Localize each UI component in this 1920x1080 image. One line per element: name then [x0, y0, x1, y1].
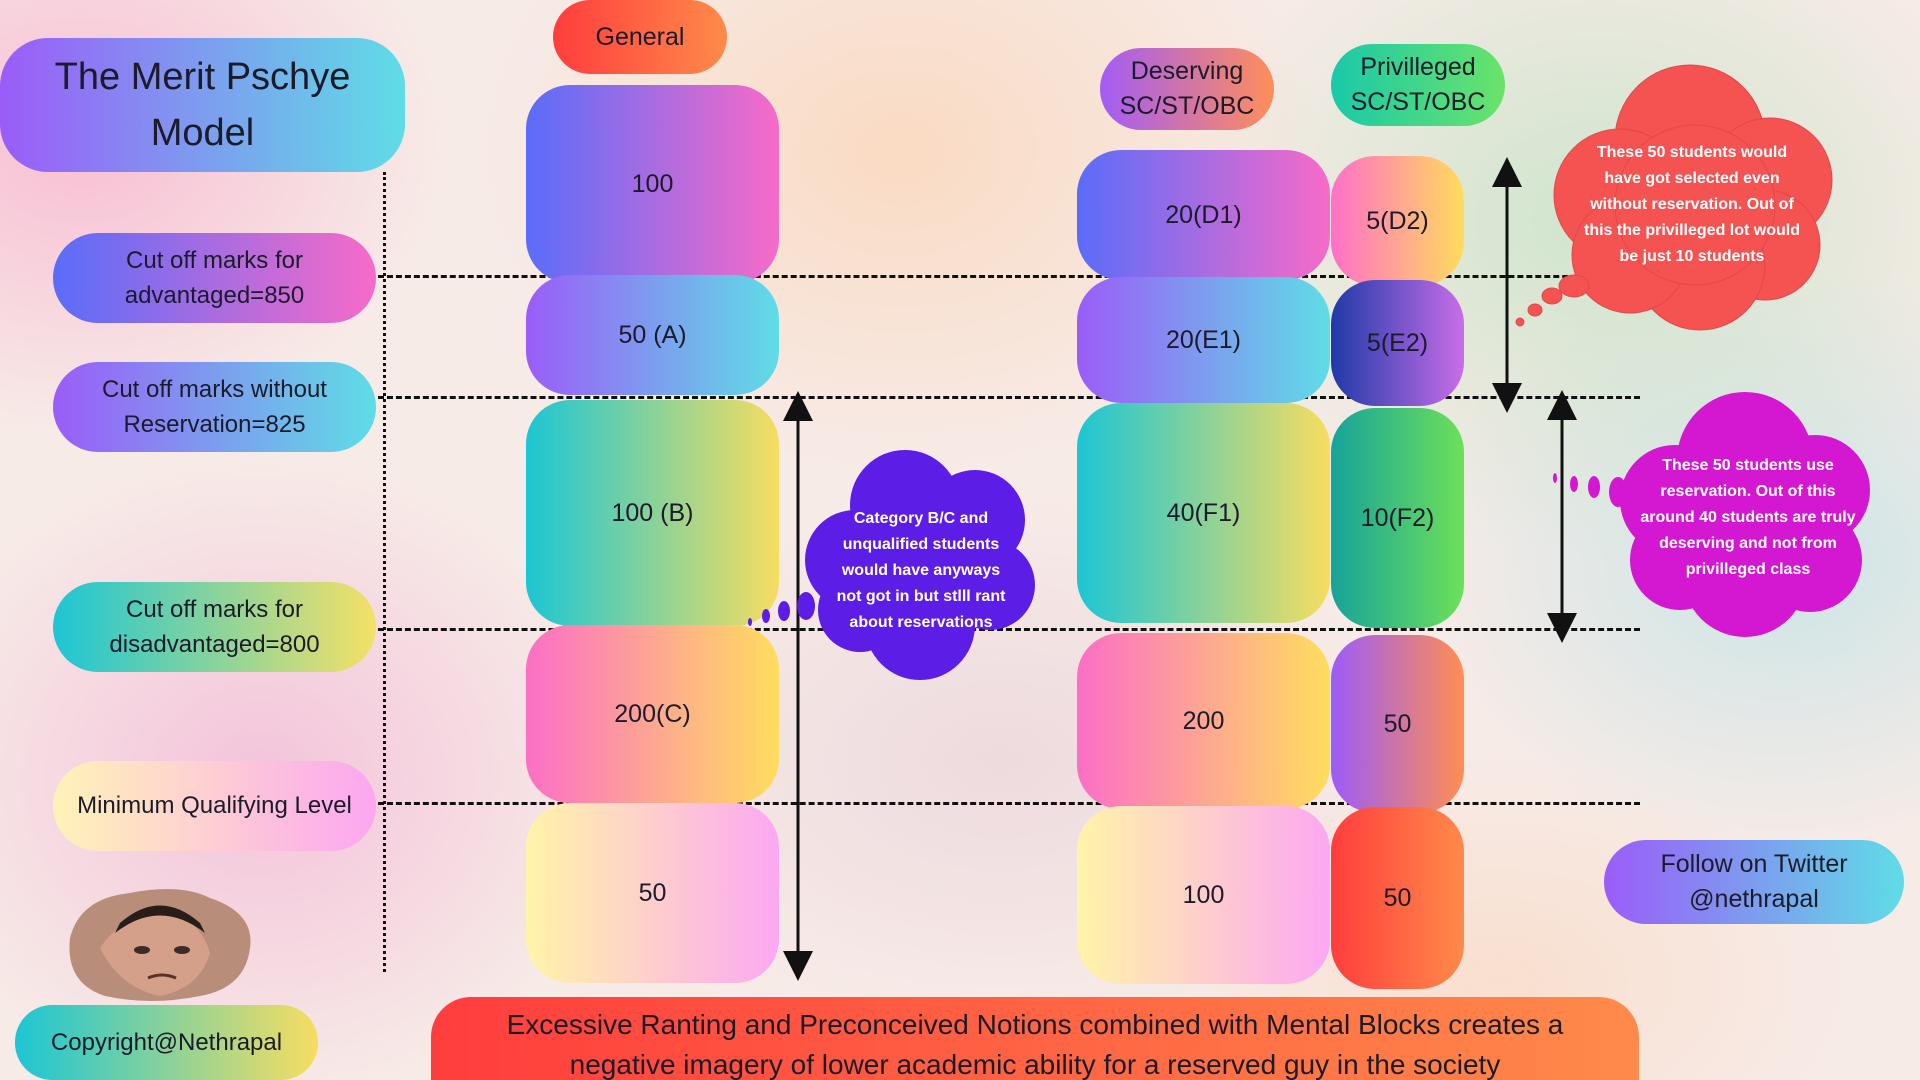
- cutoff-850-line: [378, 275, 1640, 278]
- deserving-block-100: 100: [1077, 806, 1330, 984]
- copyright-pill: Copyright@Nethrapal: [15, 1005, 318, 1080]
- privileged-block-d2: 5(D2): [1331, 156, 1464, 286]
- page-title: The Merit Pschye Model: [54, 56, 351, 154]
- privileged-block-f2: 10(F2): [1331, 408, 1464, 628]
- deserving-block-e1: 20(E1): [1077, 277, 1330, 403]
- follow-twitter-pill[interactable]: Follow on Twitter @nethrapal: [1604, 840, 1904, 924]
- general-block-a: 50 (A): [526, 275, 779, 395]
- deserving-header: Deserving SC/ST/OBC: [1100, 48, 1274, 130]
- general-block-b: 100 (B): [526, 400, 779, 626]
- general-block-bottom: 50: [526, 803, 779, 983]
- magenta-cloud-text: These 50 students use reservation. Out o…: [1640, 457, 1856, 578]
- minimum-qualifying-label: Minimum Qualifying Level: [53, 761, 376, 851]
- general-block-top: 100: [526, 85, 779, 283]
- general-block-c: 200(C): [526, 625, 779, 803]
- general-header: General: [553, 0, 727, 74]
- privileged-header: Privilleged SC/ST/OBC: [1331, 44, 1505, 126]
- purple-cloud-text: Category B/C and unqualified students wo…: [836, 510, 1006, 631]
- privileged-block-e2: 5(E2): [1331, 280, 1464, 406]
- deserving-block-d1: 20(D1): [1077, 150, 1330, 280]
- cutoff-disadvantaged-label: Cut off marks for disadvantaged=800: [53, 582, 376, 672]
- title-pill: The Merit Pschye Model: [0, 38, 405, 172]
- cutoff-825-line: [378, 396, 1640, 399]
- privileged-block-50-upper: 50: [1331, 635, 1464, 813]
- avatar: [60, 878, 260, 1006]
- footer-banner: Excessive Ranting and Preconceived Notio…: [431, 997, 1639, 1080]
- deserving-block-f1: 40(F1): [1077, 403, 1330, 623]
- cutoff-advantaged-label: Cut off marks for advantaged=850: [53, 233, 376, 323]
- deserving-block-200: 200: [1077, 633, 1330, 809]
- minimum-qualifying-line: [378, 802, 1640, 805]
- red-cloud-text: These 50 students would have got selecte…: [1583, 144, 1800, 265]
- vertical-dotted-line: [383, 172, 386, 972]
- cutoff-without-reservation-label: Cut off marks without Reservation=825: [53, 362, 376, 452]
- privileged-block-50-lower: 50: [1331, 807, 1464, 989]
